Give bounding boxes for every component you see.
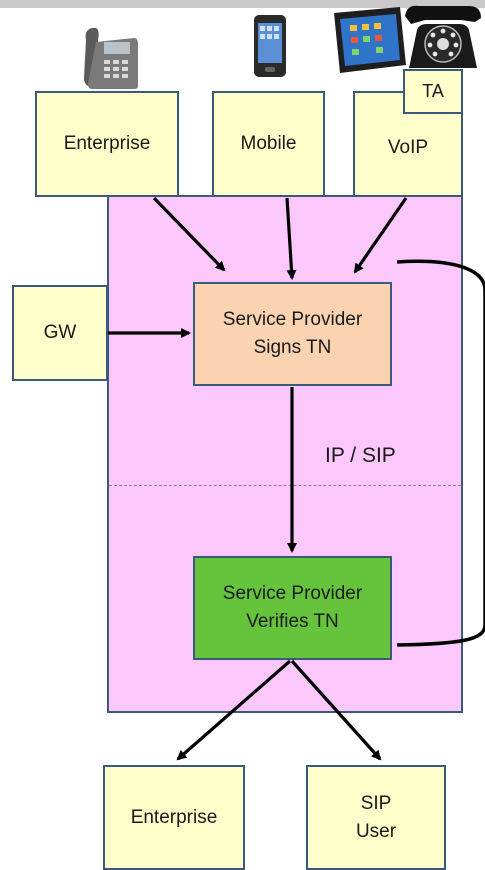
gateway-box: GW <box>12 285 108 381</box>
sip-user-line2: User <box>355 820 397 842</box>
network-divider-line <box>109 485 461 486</box>
sip-user-box: SIP User <box>306 765 446 870</box>
provider-signs-box: Service Provider Signs TN <box>193 282 392 386</box>
mobile-source-box: Mobile <box>212 91 325 197</box>
rotary-phone-icon <box>405 5 481 68</box>
enterprise-source-label: Enterprise <box>63 133 151 155</box>
tablet-icon <box>334 7 406 73</box>
sip-user-line1: SIP <box>360 792 392 814</box>
ta-box: TA <box>403 69 463 114</box>
provider-signs-line2: Signs TN <box>253 337 332 358</box>
gateway-label: GW <box>43 322 77 344</box>
mobile-source-label: Mobile <box>240 133 297 155</box>
enterprise-destination-label: Enterprise <box>130 806 218 828</box>
arrow-mobile-to-sign <box>285 197 297 280</box>
protocol-label: IP / SIP <box>325 444 396 467</box>
provider-verifies-box: Service Provider Verifies TN <box>193 556 392 660</box>
ta-label: TA <box>422 81 444 102</box>
voip-source-label: VoIP <box>387 137 429 159</box>
provider-verifies-line1: Service Provider <box>222 583 363 605</box>
enterprise-source-box: Enterprise <box>35 91 179 197</box>
smartphone-icon <box>254 15 286 77</box>
arrow-voip-to-sign <box>353 197 408 274</box>
enterprise-destination-box: Enterprise <box>103 765 245 870</box>
arrow-enterprise-to-sign <box>152 196 226 272</box>
top-border <box>0 0 485 8</box>
provider-signs-line1: Service Provider <box>222 309 363 331</box>
desk-phone-icon <box>84 28 138 89</box>
arrow-verify-to-sip-user <box>290 659 382 761</box>
arrow-verify-to-enterprise <box>176 659 292 761</box>
provider-verifies-line2: Verifies TN <box>246 611 339 632</box>
sign-verify-bracket <box>396 259 485 647</box>
